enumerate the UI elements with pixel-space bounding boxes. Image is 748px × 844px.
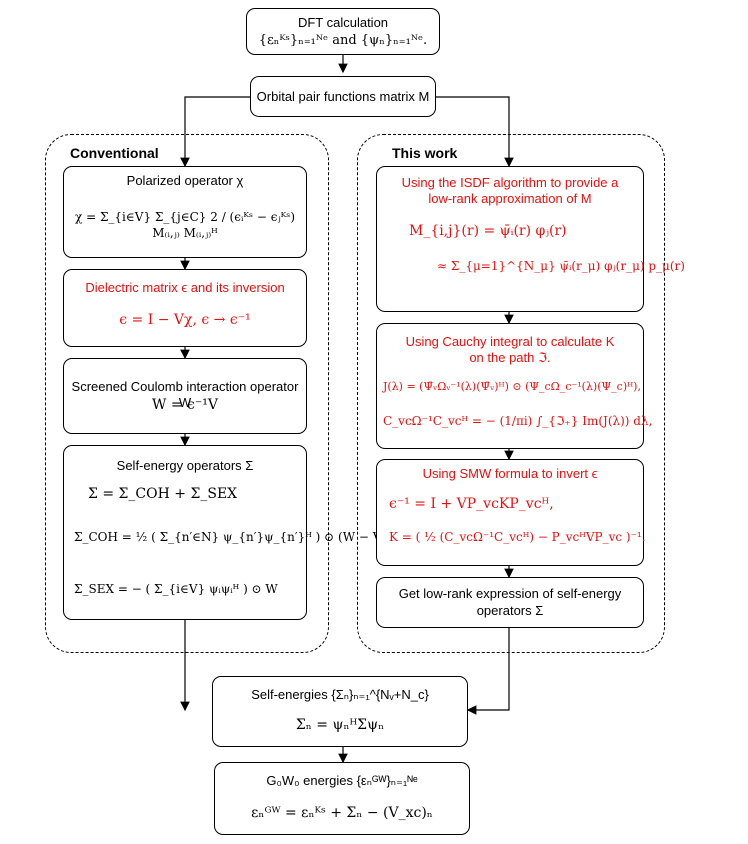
conventional-title: Conventional: [70, 145, 159, 161]
screened-coulomb-box: Screened Coulomb interaction operator W …: [63, 358, 307, 434]
g0w0-title: G₀W₀ energies {εₙᴳᵂ}ₙ₌₁ᴺᵉ: [266, 773, 418, 788]
sigma-sex-formula: Σ_SEX = − ( Σ_{i∈V} ψᵢψᵢᴴ ) ⊙ W: [74, 582, 278, 596]
cauchy-formula-line2: C_vcΩ⁻¹C_vcᴴ = − (1/πi) ∫_{ℑ₊} Im(J(λ)) …: [383, 414, 653, 428]
arrow-pair-to-chi: [180, 96, 250, 168]
this-work-title: This work: [392, 145, 458, 161]
self-energies-title: Self-energies {Σₙ}ₙ₌₁^{Nᵥ+N_c}: [251, 687, 429, 702]
sigma-sum-formula: Σ = Σ_COH + Σ_SEX: [88, 486, 238, 502]
isdf-title-line2: low-rank approximation of M: [428, 191, 592, 206]
self-energy-operators-box: Self-energy operators Σ Σ = Σ_COH + Σ_SE…: [63, 445, 386, 620]
screened-coulomb-formula: W = ϵ⁻¹V: [152, 397, 218, 413]
cauchy-formula-line1: J(λ) = (Ψ̄ᵥΩᵥ⁻¹(λ)(Ψ̄ᵥ)ᴴ) ⊙ (Ψ_cΩ_c⁻¹(λ)…: [383, 380, 641, 393]
orbital-pair-box: Orbital pair functions matrix M: [250, 76, 436, 117]
dft-calculation-box: DFT calculation {εₙᴷˢ}ₙ₌₁ᴺᵉ and {ψₙ}ₙ₌₁ᴺ…: [246, 8, 440, 55]
g0w0-formula: εₙᴳᵂ = εₙᴷˢ + Σₙ − (V_xc)ₙ: [251, 805, 433, 821]
self-energies-formula: Σₙ = ψₙᴴΣψₙ: [295, 717, 385, 733]
isdf-formula-line1: M_{i,j}(r) = ψ̄ᵢ(r) φⱼ(r): [409, 223, 567, 239]
smw-formula-line1: ϵ⁻¹ = I + VP_vcKP_vcᴴ,: [389, 496, 554, 512]
self-energies-box: Self-energies {Σₙ}ₙ₌₁^{Nᵥ+N_c} Σₙ = ψₙᴴΣ…: [212, 676, 468, 747]
dft-formula: {εₙᴷˢ}ₙ₌₁ᴺᵉ and {ψₙ}ₙ₌₁ᴺᵉ.: [258, 33, 428, 48]
dielectric-matrix-formula: ϵ = I − Vχ, ϵ → ϵ⁻¹: [119, 312, 251, 328]
isdf-title-line1: Using the ISDF algorithm to provide a: [401, 175, 619, 190]
dielectric-matrix-title: Dielectric matrix ϵ and its inversion: [85, 280, 285, 295]
low-rank-box: Get low-rank expression of self-energy o…: [376, 577, 644, 628]
sigma-coh-formula: Σ_COH = ½ ( Σ_{n′∈N} ψ_{n′}ψ_{n′}ᴴ ) ⊙ (…: [74, 530, 387, 544]
screened-coulomb-title: Screened Coulomb interaction operator W: [71, 379, 299, 410]
isdf-box: Using the ISDF algorithm to provide a lo…: [376, 166, 685, 312]
smw-formula-box: Using SMW formula to invert ϵ ϵ⁻¹ = I + …: [376, 459, 646, 566]
low-rank-title-line2: operators Σ: [476, 603, 544, 618]
orbital-pair-label: Orbital pair functions matrix M: [256, 89, 430, 104]
cauchy-integral-box: Using Cauchy integral to calculate K on …: [376, 323, 652, 449]
dielectric-matrix-box: Dielectric matrix ϵ and its inversion ϵ …: [63, 269, 307, 347]
smw-formula-line2: K = ( ½ (C_vcΩ⁻¹C_vcᴴ) − P_vcᴴVP_vc )⁻¹.: [389, 530, 646, 544]
polarized-operator-formula: χ = Σ_{i∈V} Σ_{j∈C} 2 / (ϵᵢᴷˢ − ϵⱼᴷˢ) M₍…: [74, 210, 295, 240]
arrow-pair-to-isdf: [436, 96, 514, 168]
conventional-container: [45, 134, 329, 653]
self-energy-operators-title: Self-energy operators Σ: [116, 458, 254, 473]
polarized-operator-box: Polarized operator χ χ = Σ_{i∈V} Σ_{j∈C}…: [63, 166, 307, 258]
dft-title: DFT calculation: [297, 15, 389, 30]
this-work-container: [357, 134, 665, 653]
smw-title: Using SMW formula to invert ϵ: [422, 466, 598, 481]
low-rank-title-line1: Get low-rank expression of self-energy: [398, 586, 622, 601]
isdf-formula-line2: ≈ Σ_{μ=1}^{N_μ} ψ̄ᵢ(r_μ) φⱼ(r_μ) p_μ(r): [437, 259, 685, 273]
arrow-lowrank-to-selfenergies: [466, 628, 510, 715]
cauchy-title-line1: Using Cauchy integral to calculate K: [405, 334, 615, 349]
cauchy-title-line2: on the path ℑ.: [469, 350, 551, 365]
polarized-operator-title: Polarized operator χ: [126, 173, 244, 188]
g0w0-energies-box: G₀W₀ energies {εₙᴳᵂ}ₙ₌₁ᴺᵉ εₙᴳᵂ = εₙᴷˢ + …: [214, 762, 470, 835]
